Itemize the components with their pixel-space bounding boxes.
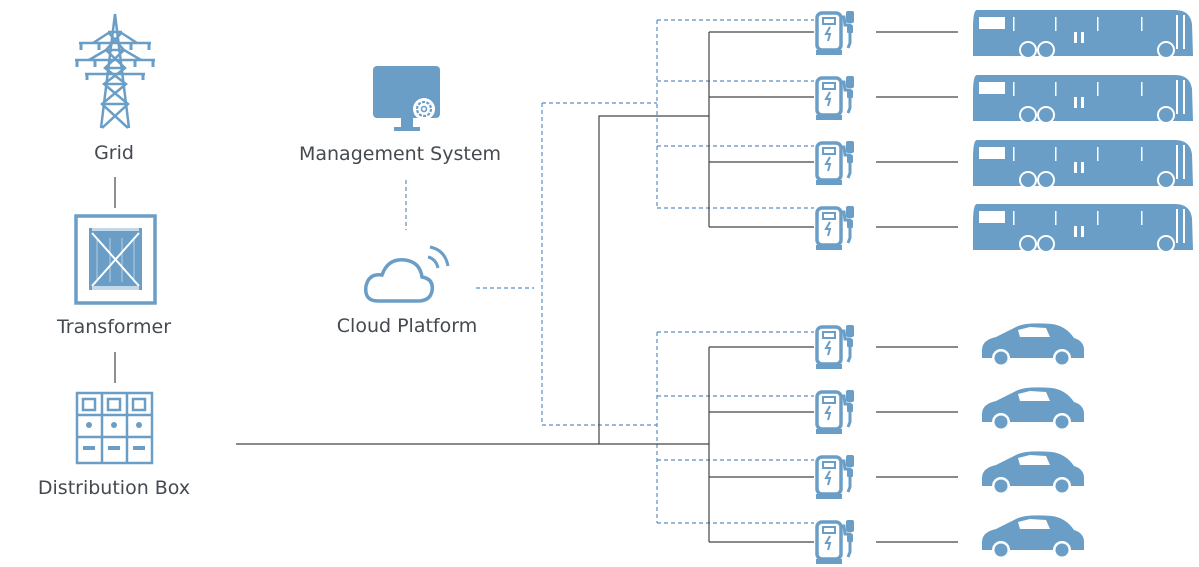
ev-charger-icon — [814, 139, 856, 187]
distribution-box-label: Distribution Box — [37, 477, 191, 499]
ev-charger-icon — [814, 453, 856, 501]
monitor-gear-icon — [373, 66, 440, 131]
ev-charger-icon — [814, 323, 856, 371]
bus-icon — [973, 204, 1193, 253]
cloud-wifi-icon — [364, 245, 450, 303]
grid-label: Grid — [94, 142, 134, 164]
ev-charger-icon — [814, 518, 856, 566]
ev-charger-icon — [814, 9, 856, 57]
charger-vehicle-lines — [876, 31, 958, 543]
transmission-tower-icon — [75, 13, 155, 129]
distribution-box-icon — [75, 391, 154, 465]
bus-icon — [973, 75, 1193, 124]
power-network-lines — [236, 31, 814, 543]
ev-charger-icon — [814, 388, 856, 436]
car-icon — [982, 451, 1084, 495]
bus-icon — [973, 10, 1193, 59]
transformer-label: Transformer — [56, 316, 172, 338]
bus-icon — [973, 140, 1193, 189]
data-network-lines — [476, 19, 814, 524]
ev-charger-icon — [814, 74, 856, 122]
transformer-icon — [74, 214, 157, 305]
car-icon — [982, 515, 1084, 559]
car-icon — [982, 387, 1084, 431]
management-system-label: Management System — [298, 143, 502, 165]
ev-charger-icon — [814, 204, 856, 252]
car-icon — [982, 323, 1084, 367]
cloud-platform-label: Cloud Platform — [336, 315, 478, 337]
